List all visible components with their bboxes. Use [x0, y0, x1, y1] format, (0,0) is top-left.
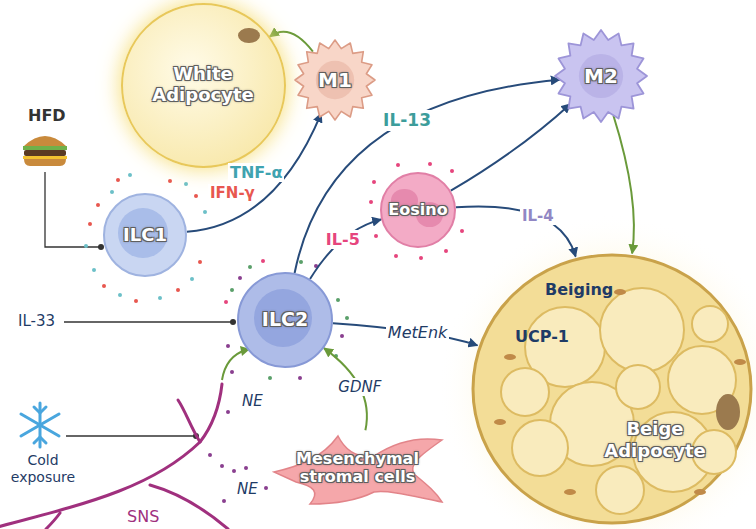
ilc2-cell: ILC2 [237, 272, 333, 368]
node-label: Mesenchymal stromal cells [283, 449, 433, 486]
nucleus [238, 28, 259, 43]
cell-outline [295, 40, 375, 120]
signal-label: NE [240, 392, 265, 410]
leader-line [66, 435, 194, 436]
dot [98, 244, 104, 250]
hfd-label: HFD [26, 106, 68, 125]
node-label: M1 [318, 69, 352, 92]
connector [451, 104, 571, 191]
cell-outline [274, 436, 442, 504]
lipid-droplet [692, 306, 728, 342]
node-label: Eosino [388, 201, 447, 219]
node-label: White Adipocyte [137, 64, 269, 105]
edge-label: MetEnk [386, 323, 449, 342]
edge-label: IL-13 [381, 110, 433, 130]
leader-line [45, 172, 100, 247]
cell-outline [473, 255, 751, 523]
cytokine-label: TNF-α [228, 163, 284, 182]
signal-label: IL-33 [16, 312, 57, 330]
connector [456, 206, 576, 256]
node-label: M2 [584, 65, 618, 88]
text-wrap: ILC2 [262, 309, 308, 331]
nucleus [316, 61, 354, 99]
lipid-droplet [512, 420, 568, 476]
burger-icon [23, 136, 67, 166]
ilc1-cell: ILC1 [103, 193, 187, 277]
stimulus-label: Cold exposure [2, 452, 84, 486]
cytokine-label: IFN-γ [208, 184, 257, 202]
text-wrap: Mesenchymal stromal cells [283, 449, 433, 486]
dot [230, 319, 236, 325]
mitochondrion [614, 289, 626, 295]
mitochondrion [694, 489, 706, 495]
text-wrap: M2 [584, 65, 618, 88]
connector [613, 116, 634, 254]
mitochondrion [504, 354, 516, 360]
lipid-droplet [600, 288, 684, 372]
nerve-label: SNS [125, 507, 161, 526]
nucleus [716, 394, 740, 430]
text-wrap: Eosino [388, 201, 447, 219]
white-adipocyte: White Adipocyte [121, 3, 286, 168]
text-wrap: ILC1 [123, 225, 167, 246]
edge-label: IL-5 [324, 230, 362, 249]
node-label: ILC2 [262, 309, 308, 331]
beige-adipocyte: BeigingUCP-1Beige Adipocyte [470, 252, 754, 526]
mitochondrion [734, 359, 746, 365]
mitochondrion [564, 489, 576, 495]
mitochondrion [494, 419, 506, 425]
node-label: ILC1 [123, 225, 167, 246]
nucleus [579, 54, 623, 98]
edge-label: IL-4 [520, 207, 556, 225]
snowflake-icon [21, 403, 59, 447]
lipid-droplet [501, 368, 549, 416]
cytokine-dots [84, 162, 464, 503]
mesenchymal-stromal-cell: Mesenchymal stromal cells [270, 430, 445, 505]
node-label: Beige Adipocyte [590, 418, 720, 461]
node-label: Beiging [545, 280, 613, 299]
nerve-fiber [0, 384, 228, 529]
lipid-droplet [616, 365, 660, 409]
signal-label: NE [235, 480, 260, 498]
leader-line [64, 321, 231, 322]
edge-label: GDNF [336, 378, 383, 396]
glow [103, 0, 303, 185]
eosinophil: Eosino [380, 172, 456, 248]
node-label: UCP-1 [515, 327, 569, 346]
connector [310, 219, 381, 279]
cell-outline [555, 30, 647, 122]
connector [333, 323, 478, 345]
lipid-droplet [596, 466, 644, 514]
text-wrap: White Adipocyte [137, 64, 269, 105]
glow [437, 214, 756, 529]
text-wrap: M1 [318, 69, 352, 92]
m2-macrophage: M2 [555, 30, 647, 122]
m1-macrophage: M1 [295, 40, 375, 120]
